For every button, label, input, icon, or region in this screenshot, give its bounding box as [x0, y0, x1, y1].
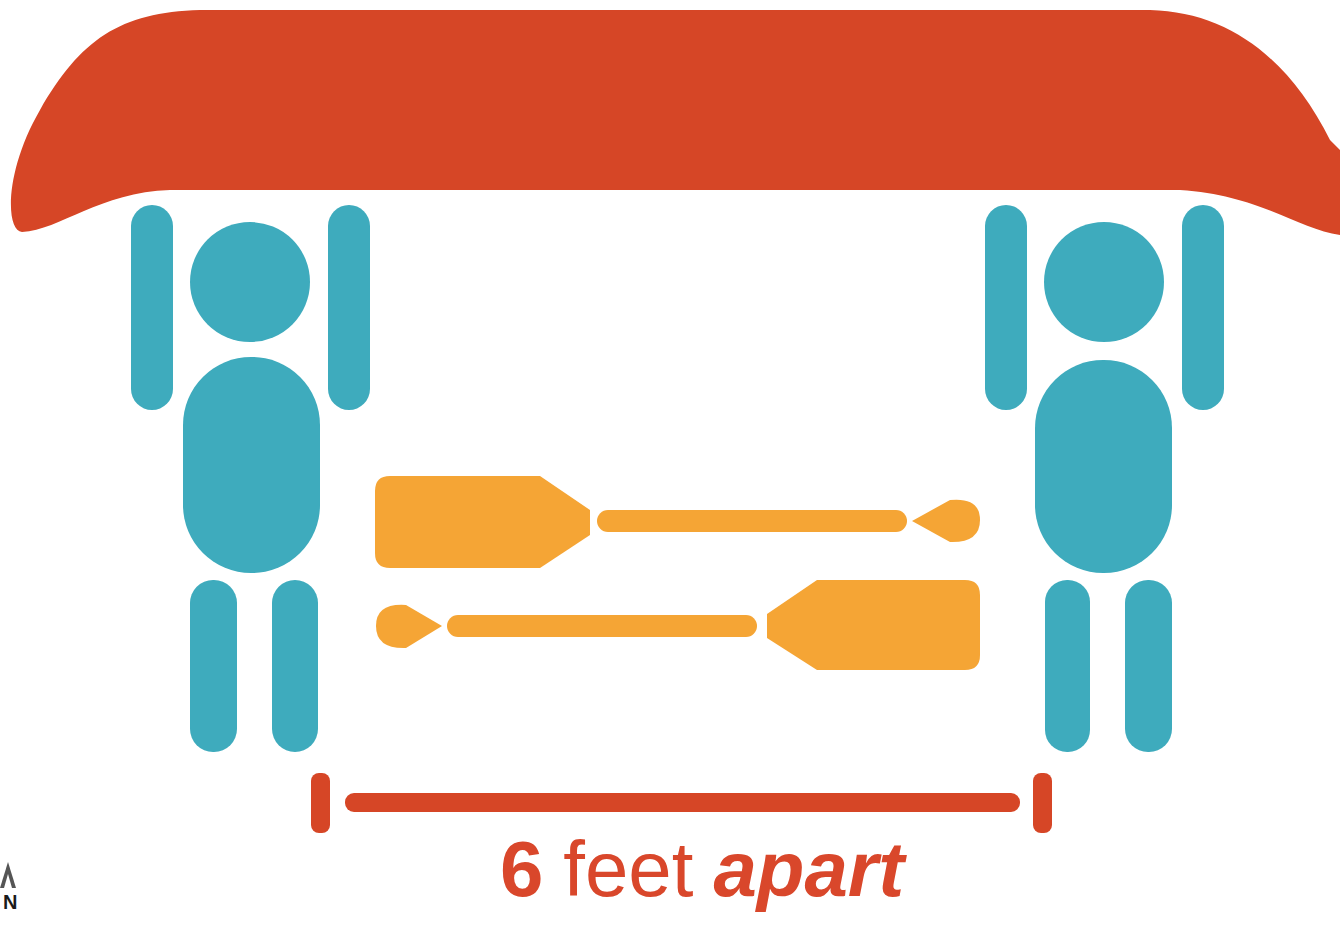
paddle-bottom [376, 580, 980, 670]
dimension-bracket [311, 773, 1052, 833]
paddle-top [375, 476, 980, 568]
dimension-word: apart [713, 830, 904, 908]
dimension-number: 6 [500, 830, 543, 908]
logo-mark [0, 862, 16, 888]
person-right [985, 205, 1224, 752]
logo-text: N [3, 892, 17, 912]
canoe [11, 10, 1340, 235]
person-left [131, 205, 370, 752]
dimension-unit: feet [563, 830, 693, 908]
dimension-label: 6 feet apart [500, 830, 904, 908]
